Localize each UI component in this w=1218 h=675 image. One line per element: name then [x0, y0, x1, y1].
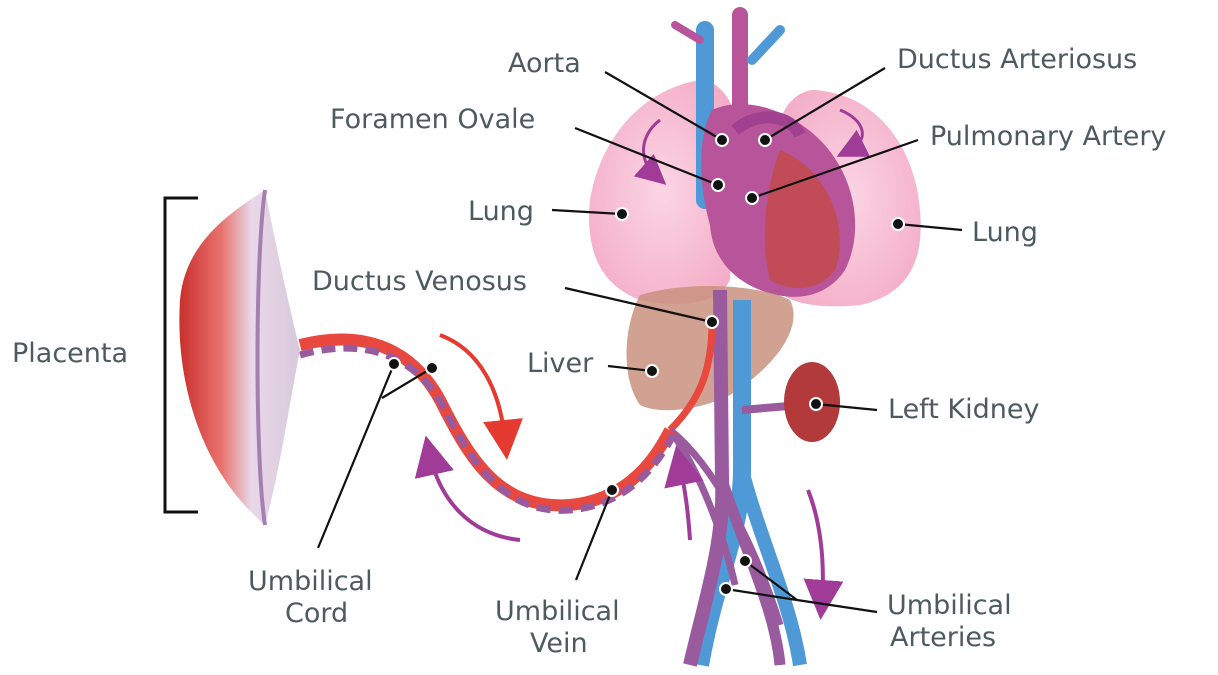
dot-left-kidney	[810, 398, 822, 410]
label-umbilical-arteries-1: Umbilical	[887, 590, 1012, 621]
label-ductus-arteriosus: Ductus Arteriosus	[897, 44, 1137, 75]
dot-lung-left	[616, 208, 628, 220]
label-liver: Liver	[527, 348, 594, 379]
label-pulmonary-artery: Pulmonary Artery	[930, 121, 1166, 152]
label-umbilical-cord-2: Cord	[285, 598, 348, 629]
arrow-purple-up	[680, 465, 690, 540]
neck-vessel-right	[752, 30, 780, 60]
dot-lung-right	[892, 218, 904, 230]
label-lung-right: Lung	[972, 217, 1038, 248]
dot-umbilical-arteries-a	[739, 555, 751, 567]
dot-pulmonary-artery	[746, 192, 758, 204]
dot-umbilical-cord-a	[388, 358, 400, 370]
label-aorta: Aorta	[508, 48, 581, 79]
label-umbilical-cord-1: Umbilical	[248, 566, 373, 597]
umbilical-cord-red	[300, 340, 670, 506]
label-left-kidney: Left Kidney	[888, 394, 1039, 425]
dot-aorta	[716, 134, 728, 146]
arrow-purple-down	[808, 490, 823, 600]
dot-ductus-venosus	[706, 316, 718, 328]
label-lung-left: Lung	[468, 196, 534, 227]
label-umbilical-arteries-2: Arteries	[890, 622, 996, 653]
label-placenta: Placenta	[12, 338, 128, 369]
dot-umbilical-arteries-b	[720, 583, 732, 595]
placenta-shape	[179, 190, 300, 525]
dot-umbilical-vein	[606, 484, 618, 496]
leader-umbilical-cord-a	[318, 364, 394, 548]
label-ductus-venosus: Ductus Venosus	[312, 266, 527, 297]
label-foramen-ovale: Foramen Ovale	[330, 104, 535, 135]
dot-ductus-arteriosus	[759, 134, 771, 146]
label-umbilical-vein-1: Umbilical	[495, 596, 620, 627]
dot-foramen-ovale	[712, 179, 724, 191]
label-umbilical-vein-2: Vein	[530, 628, 588, 659]
dot-umbilical-cord-b	[426, 362, 438, 374]
dot-liver	[646, 365, 658, 377]
leader-umbilical-arteries-c	[797, 600, 877, 612]
